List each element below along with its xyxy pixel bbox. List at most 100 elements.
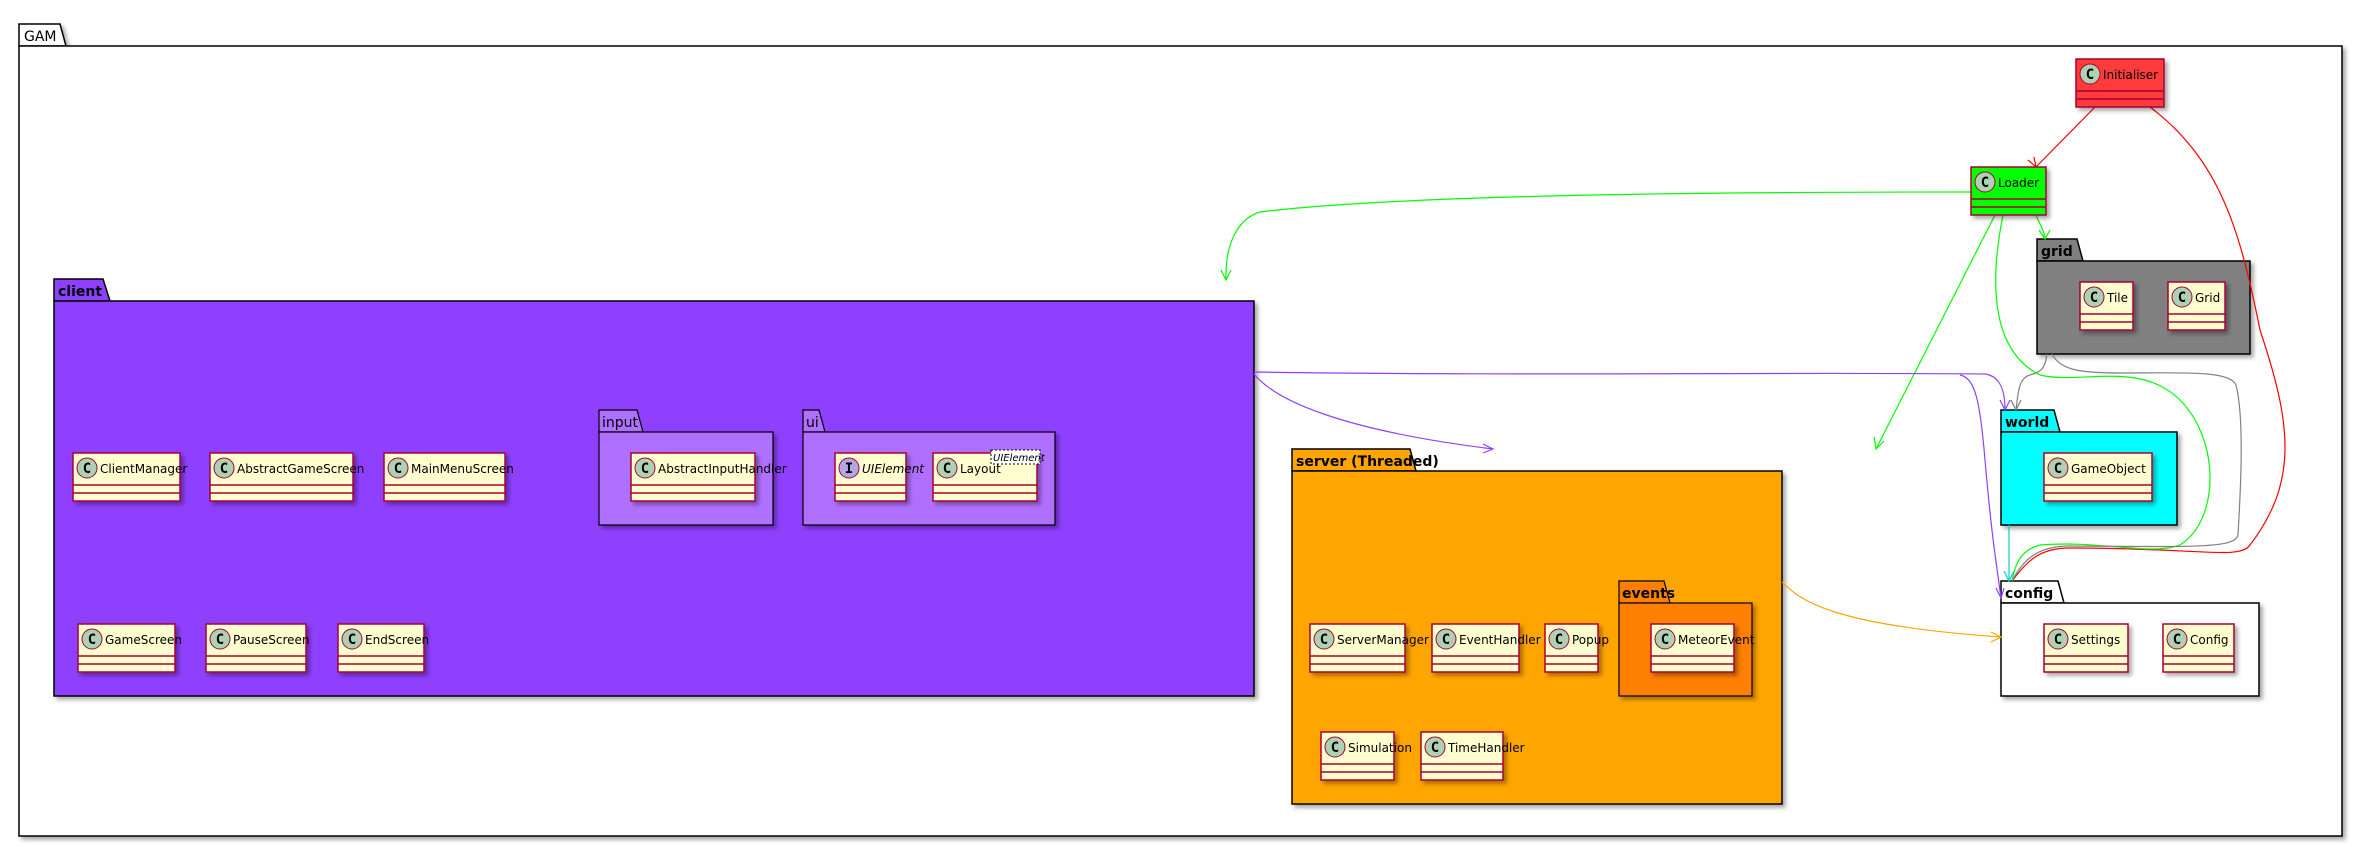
package-config-label: config xyxy=(2005,586,2053,602)
class-icon xyxy=(1324,736,1346,758)
class-glyph-icon: C xyxy=(1661,632,1669,648)
class-name: EndScreen xyxy=(365,633,429,647)
class-abstract-input-handler[interactable]: C AbstractInputHandler xyxy=(630,452,787,502)
arrow-server-config xyxy=(1781,581,2002,638)
package-events-label: events xyxy=(1622,586,1675,602)
class-loader[interactable]: C Loader xyxy=(1970,166,2047,216)
arrow-client-config xyxy=(1959,374,2002,599)
class-name: GameScreen xyxy=(105,633,182,647)
class-icon xyxy=(634,457,656,479)
class-name: EventHandler xyxy=(1459,633,1541,647)
class-glyph-icon: C xyxy=(1320,632,1328,648)
package-client-label: client xyxy=(58,284,102,300)
class-icon xyxy=(387,457,409,479)
class-icon xyxy=(1313,628,1335,650)
arrow-loader-config xyxy=(1995,214,2211,582)
generic-parameter-box xyxy=(990,449,1041,465)
arrowhead-server-config xyxy=(1990,631,2003,643)
class-glyph-icon: C xyxy=(1555,632,1563,648)
class-icon xyxy=(213,457,235,479)
class-glyph-icon: C xyxy=(394,461,402,477)
class-icon xyxy=(2166,628,2188,650)
arrow-grid-config xyxy=(2011,353,2242,582)
interface-icon xyxy=(838,457,860,479)
class-name: Grid xyxy=(2195,291,2220,305)
arrow-grid-world xyxy=(2015,353,2048,411)
class-icon xyxy=(2047,457,2069,479)
class-icon xyxy=(209,628,231,650)
class-glyph-icon: C xyxy=(216,632,224,648)
package-grid-label: grid xyxy=(2041,244,2073,260)
class-grid[interactable]: C Grid xyxy=(2167,281,2226,331)
class-settings[interactable]: C Settings xyxy=(2043,623,2129,673)
class-tile[interactable]: C Tile xyxy=(2079,281,2134,331)
class-icon xyxy=(1424,736,1446,758)
class-name: TimeHandler xyxy=(1447,741,1525,755)
arrowhead-world-config xyxy=(2003,570,2015,583)
class-glyph-icon: C xyxy=(1981,175,1989,191)
class-icon xyxy=(2079,63,2101,85)
class-name: Settings xyxy=(2071,633,2120,647)
class-glyph-icon: C xyxy=(2090,290,2098,306)
class-glyph-icon: C xyxy=(641,461,649,477)
class-icon xyxy=(76,457,98,479)
class-glyph-icon: C xyxy=(83,461,91,477)
class-icon xyxy=(1654,628,1676,650)
package-ui-label: ui xyxy=(806,415,819,431)
class-event-handler[interactable]: C EventHandler xyxy=(1431,623,1541,673)
class-name: Tile xyxy=(2106,291,2128,305)
class-glyph-icon: C xyxy=(2178,290,2186,306)
class-name: Layout xyxy=(960,462,1001,476)
class-name: MainMenuScreen xyxy=(411,462,514,476)
arrowhead-client-server xyxy=(1482,443,1495,454)
dependency-arrows xyxy=(1220,106,2286,643)
class-name: Initialiser xyxy=(2103,68,2158,82)
class-name: AbstractInputHandler xyxy=(658,462,787,476)
arrow-client-server xyxy=(1253,373,1494,450)
class-name: Loader xyxy=(1998,176,2039,190)
class-glyph-icon: C xyxy=(2054,461,2062,477)
class-glyph-icon: C xyxy=(348,632,356,648)
arrow-loader-grid xyxy=(2035,214,2046,240)
class-end-screen[interactable]: C EndScreen xyxy=(337,623,429,673)
arrowhead-client-world xyxy=(1999,399,2011,412)
class-name: GameObject xyxy=(2071,462,2146,476)
class-glyph-icon: C xyxy=(220,461,228,477)
package-world-label: world xyxy=(2005,415,2049,431)
class-popup[interactable]: C Popup xyxy=(1544,623,1609,673)
class-meteor-event[interactable]: C MeteorEvent xyxy=(1650,623,1755,673)
arrowhead-loader-client xyxy=(1220,269,1232,282)
arrow-client-world xyxy=(1253,371,2006,411)
class-main-menu-screen[interactable]: C MainMenuScreen xyxy=(383,452,514,502)
package-input-label: input xyxy=(602,415,639,431)
class-icon xyxy=(2171,286,2193,308)
class-name: Popup xyxy=(1572,633,1609,647)
class-icon xyxy=(2047,628,2069,650)
class-icon xyxy=(2083,286,2105,308)
class-icon xyxy=(1435,628,1457,650)
class-name: UIElement xyxy=(862,462,925,476)
class-name: MeteorEvent xyxy=(1678,633,1755,647)
class-icon xyxy=(341,628,363,650)
arrow-initialiser-loader xyxy=(2035,106,2096,168)
class-glyph-icon: C xyxy=(1442,632,1450,648)
arrowhead-client-config xyxy=(1995,587,2005,600)
class-name: Simulation xyxy=(1348,741,1412,755)
class-glyph-icon: C xyxy=(2054,632,2062,648)
package-gam-label: GAM xyxy=(24,29,57,45)
class-name: Config xyxy=(2190,633,2229,647)
class-game-object[interactable]: C GameObject xyxy=(2043,452,2153,502)
arrow-loader-client xyxy=(1225,191,1972,281)
